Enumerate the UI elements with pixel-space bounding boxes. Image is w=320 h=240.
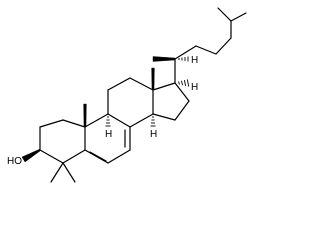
bond-c4-methyl-b	[62, 162, 76, 183]
bond-c22-c23	[195, 45, 217, 55]
hydroxyl-label: HO	[7, 156, 22, 167]
ring-c	[107, 77, 154, 128]
h-label-c9: H	[105, 129, 112, 140]
bond-c6-c7	[107, 149, 131, 164]
c19-methyl-wedge	[83, 103, 87, 128]
bond-c17-c16	[174, 82, 190, 102]
c17-hashed-bond	[178, 79, 190, 87]
bond-c9-c10	[84, 113, 109, 128]
bond-c25-c26	[217, 7, 232, 22]
h-label-c14: H	[150, 129, 157, 140]
bond-c16-c15	[174, 100, 190, 121]
bond-c4-c5	[62, 149, 86, 164]
bond-c11-c12	[107, 77, 131, 91]
bond-c12-c13	[129, 77, 154, 91]
hydroxyl-wedge	[21, 148, 41, 163]
bond-c5-c6	[84, 149, 109, 164]
bond-c3-c4	[39, 149, 64, 164]
c20-hashed-bond	[178, 56, 189, 62]
bond-c15-c14	[152, 113, 176, 121]
bond-c13-c17	[152, 82, 176, 91]
bond-c8-c9	[107, 113, 131, 128]
h-label-c17: H	[191, 82, 198, 93]
bond-c23-c24	[215, 37, 232, 55]
bond-c20-c22	[174, 45, 197, 60]
bond-c4-methyl-a	[50, 162, 64, 183]
bond-c14-c8	[129, 113, 154, 128]
bond-c1-c2	[39, 119, 64, 128]
bond-c10-c1	[62, 119, 86, 128]
c18-methyl-wedge	[151, 67, 155, 91]
side-chain	[174, 7, 247, 84]
bond-c25-c27	[230, 12, 247, 22]
c21-methyl-wedge	[152, 56, 176, 62]
ring-b	[84, 113, 131, 164]
bond-c5-c6-double	[89, 151, 107, 162]
ring-a	[39, 119, 86, 164]
h-label-c20: H	[191, 55, 198, 66]
ring-d	[152, 82, 190, 121]
c9-hashed-bond	[105, 116, 111, 127]
c14-hashed-bond	[150, 116, 156, 127]
skeletal-structure-diagram: HO H H H H	[7, 7, 247, 183]
